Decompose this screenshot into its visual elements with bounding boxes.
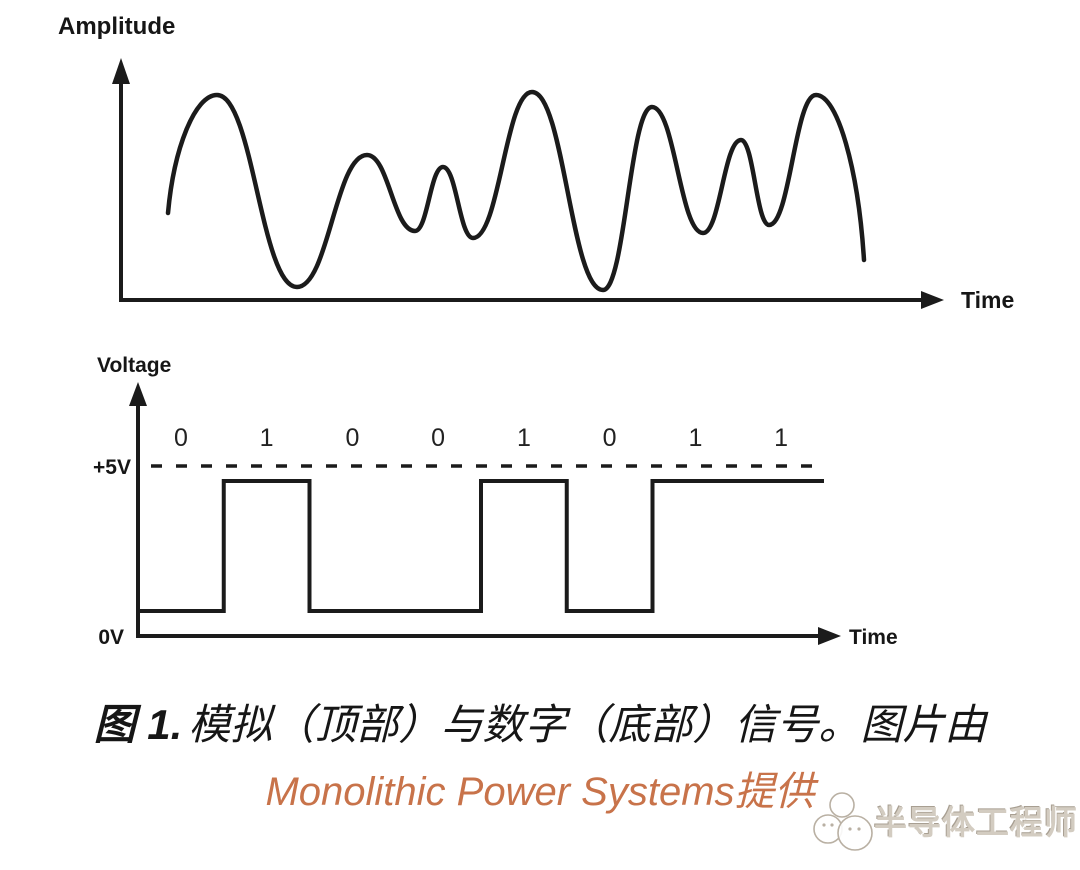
digital-chart: 0 1 0 0 1 0 1 1 Voltage Time +5V 0V [93,354,898,649]
bit-label: 1 [260,424,274,452]
bit-label: 0 [431,424,445,452]
watermark-text: 半导体工程师 [874,804,1078,841]
analog-waveform-curve [165,89,867,293]
analog-xlabel: Time [961,287,1014,313]
high-level-label: +5V [93,456,131,479]
analog-x-axis-arrow-icon [921,291,944,309]
digital-ylabel: Voltage [97,354,171,377]
bit-label: 0 [174,424,188,452]
analog-y-axis-arrow-icon [112,58,130,84]
bit-label: 1 [688,424,702,452]
caption-line1-text: 模拟（顶部）与数字（底部）信号。图片由 [188,701,987,748]
digital-waveform-curve [138,479,824,613]
watermark-logo-icon [813,792,873,851]
figure-number: 图 1. [93,701,183,748]
caption-line1: 图 1.模拟（顶部）与数字（底部）信号。图片由 [0,704,1080,746]
bit-labels: 0 1 0 0 1 0 1 1 [174,424,788,452]
analog-chart: Amplitude Time [58,13,1014,313]
bit-label: 0 [345,424,359,452]
caption-line2: Monolithic Power Systems提供 [0,772,1080,812]
figure-caption: 图 1.模拟（顶部）与数字（底部）信号。图片由 Monolithic Power… [0,704,1080,813]
caption-company-name: Monolithic Power Systems [265,770,735,814]
bit-label: 0 [603,424,617,452]
digital-xlabel: Time [849,626,898,649]
low-level-label: 0V [98,626,124,649]
bit-label: 1 [517,424,531,452]
watermark: 半导体工程师 [812,772,1080,868]
digital-y-axis-arrow-icon [129,382,147,406]
analog-ylabel: Amplitude [58,13,175,40]
bit-label: 1 [774,424,788,452]
caption-line2-suffix: 提供 [734,770,815,814]
digital-x-axis-arrow-icon [818,627,841,645]
